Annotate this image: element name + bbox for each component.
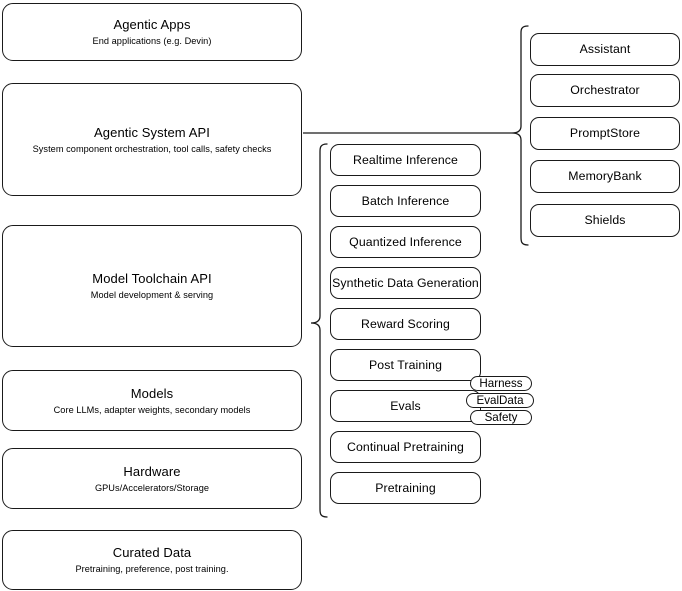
layer-title: Models: [130, 385, 174, 401]
brace-toolchain-items: [310, 143, 328, 518]
eval-pill-evaldata[interactable]: EvalData: [466, 393, 534, 408]
layer-box-agentic-system-api[interactable]: Agentic System API System component orch…: [2, 83, 302, 196]
layer-subtitle: Pretraining, preference, post training.: [75, 564, 229, 574]
layer-box-agentic-apps[interactable]: Agentic Apps End applications (e.g. Devi…: [2, 3, 302, 61]
eval-pill-harness[interactable]: Harness: [470, 376, 532, 391]
brace-system-items: [511, 25, 529, 246]
item-label: Shields: [584, 213, 626, 227]
toolchain-item-reward-scoring[interactable]: Reward Scoring: [330, 308, 481, 340]
layer-title: Agentic System API: [94, 124, 210, 140]
layer-box-model-toolchain-api[interactable]: Model Toolchain API Model development & …: [2, 225, 302, 347]
toolchain-item-quantized-inference[interactable]: Quantized Inference: [330, 226, 481, 258]
pill-label: EvalData: [476, 394, 524, 407]
item-label: Reward Scoring: [361, 316, 450, 331]
eval-pill-safety[interactable]: Safety: [470, 410, 532, 425]
pill-label: Harness: [479, 377, 523, 390]
item-label: MemoryBank: [568, 169, 642, 183]
layer-title: Agentic Apps: [113, 17, 191, 32]
item-label: Assistant: [579, 42, 631, 56]
item-label: Realtime Inference: [352, 152, 458, 167]
toolchain-item-evals[interactable]: Evals: [330, 390, 481, 422]
toolchain-item-synthetic-data-generation[interactable]: Synthetic Data Generation: [330, 267, 481, 299]
system-item-assistant[interactable]: Assistant: [530, 33, 680, 66]
layer-subtitle: GPUs/Accelerators/Storage: [94, 482, 210, 493]
system-item-orchestrator[interactable]: Orchestrator: [530, 74, 680, 107]
item-label: Post Training: [368, 357, 443, 372]
item-label: Evals: [390, 398, 421, 413]
layer-title: Model Toolchain API: [92, 271, 212, 286]
layer-subtitle: Model development & serving: [90, 290, 214, 300]
layer-title: Curated Data: [112, 545, 192, 560]
layer-subtitle: Core LLMs, adapter weights, secondary mo…: [53, 404, 251, 415]
toolchain-item-batch-inference[interactable]: Batch Inference: [330, 185, 481, 217]
item-label: Orchestrator: [570, 83, 640, 97]
item-label: PromptStore: [569, 126, 641, 140]
toolchain-item-continual-pretraining[interactable]: Continual Pretraining: [330, 431, 481, 463]
item-label: Continual Pretraining: [347, 439, 464, 454]
toolchain-item-post-training[interactable]: Post Training: [330, 349, 481, 381]
layer-title: Hardware: [123, 463, 181, 479]
system-item-promptstore[interactable]: PromptStore: [530, 117, 680, 150]
item-label: Batch Inference: [361, 193, 450, 208]
layer-box-models[interactable]: Models Core LLMs, adapter weights, secon…: [2, 370, 302, 431]
layer-box-hardware[interactable]: Hardware GPUs/Accelerators/Storage: [2, 448, 302, 509]
layer-subtitle: System component orchestration, tool cal…: [32, 143, 272, 154]
pill-label: Safety: [484, 411, 518, 424]
system-item-memorybank[interactable]: MemoryBank: [530, 160, 680, 193]
toolchain-item-pretraining[interactable]: Pretraining: [330, 472, 481, 504]
item-label: Quantized Inference: [349, 234, 462, 249]
toolchain-item-realtime-inference[interactable]: Realtime Inference: [330, 144, 481, 176]
item-label: Pretraining: [375, 480, 436, 495]
item-label: Synthetic Data Generation: [332, 275, 479, 290]
layer-subtitle: End applications (e.g. Devin): [92, 36, 212, 46]
layer-box-curated-data[interactable]: Curated Data Pretraining, preference, po…: [2, 530, 302, 590]
system-item-shields[interactable]: Shields: [530, 204, 680, 237]
